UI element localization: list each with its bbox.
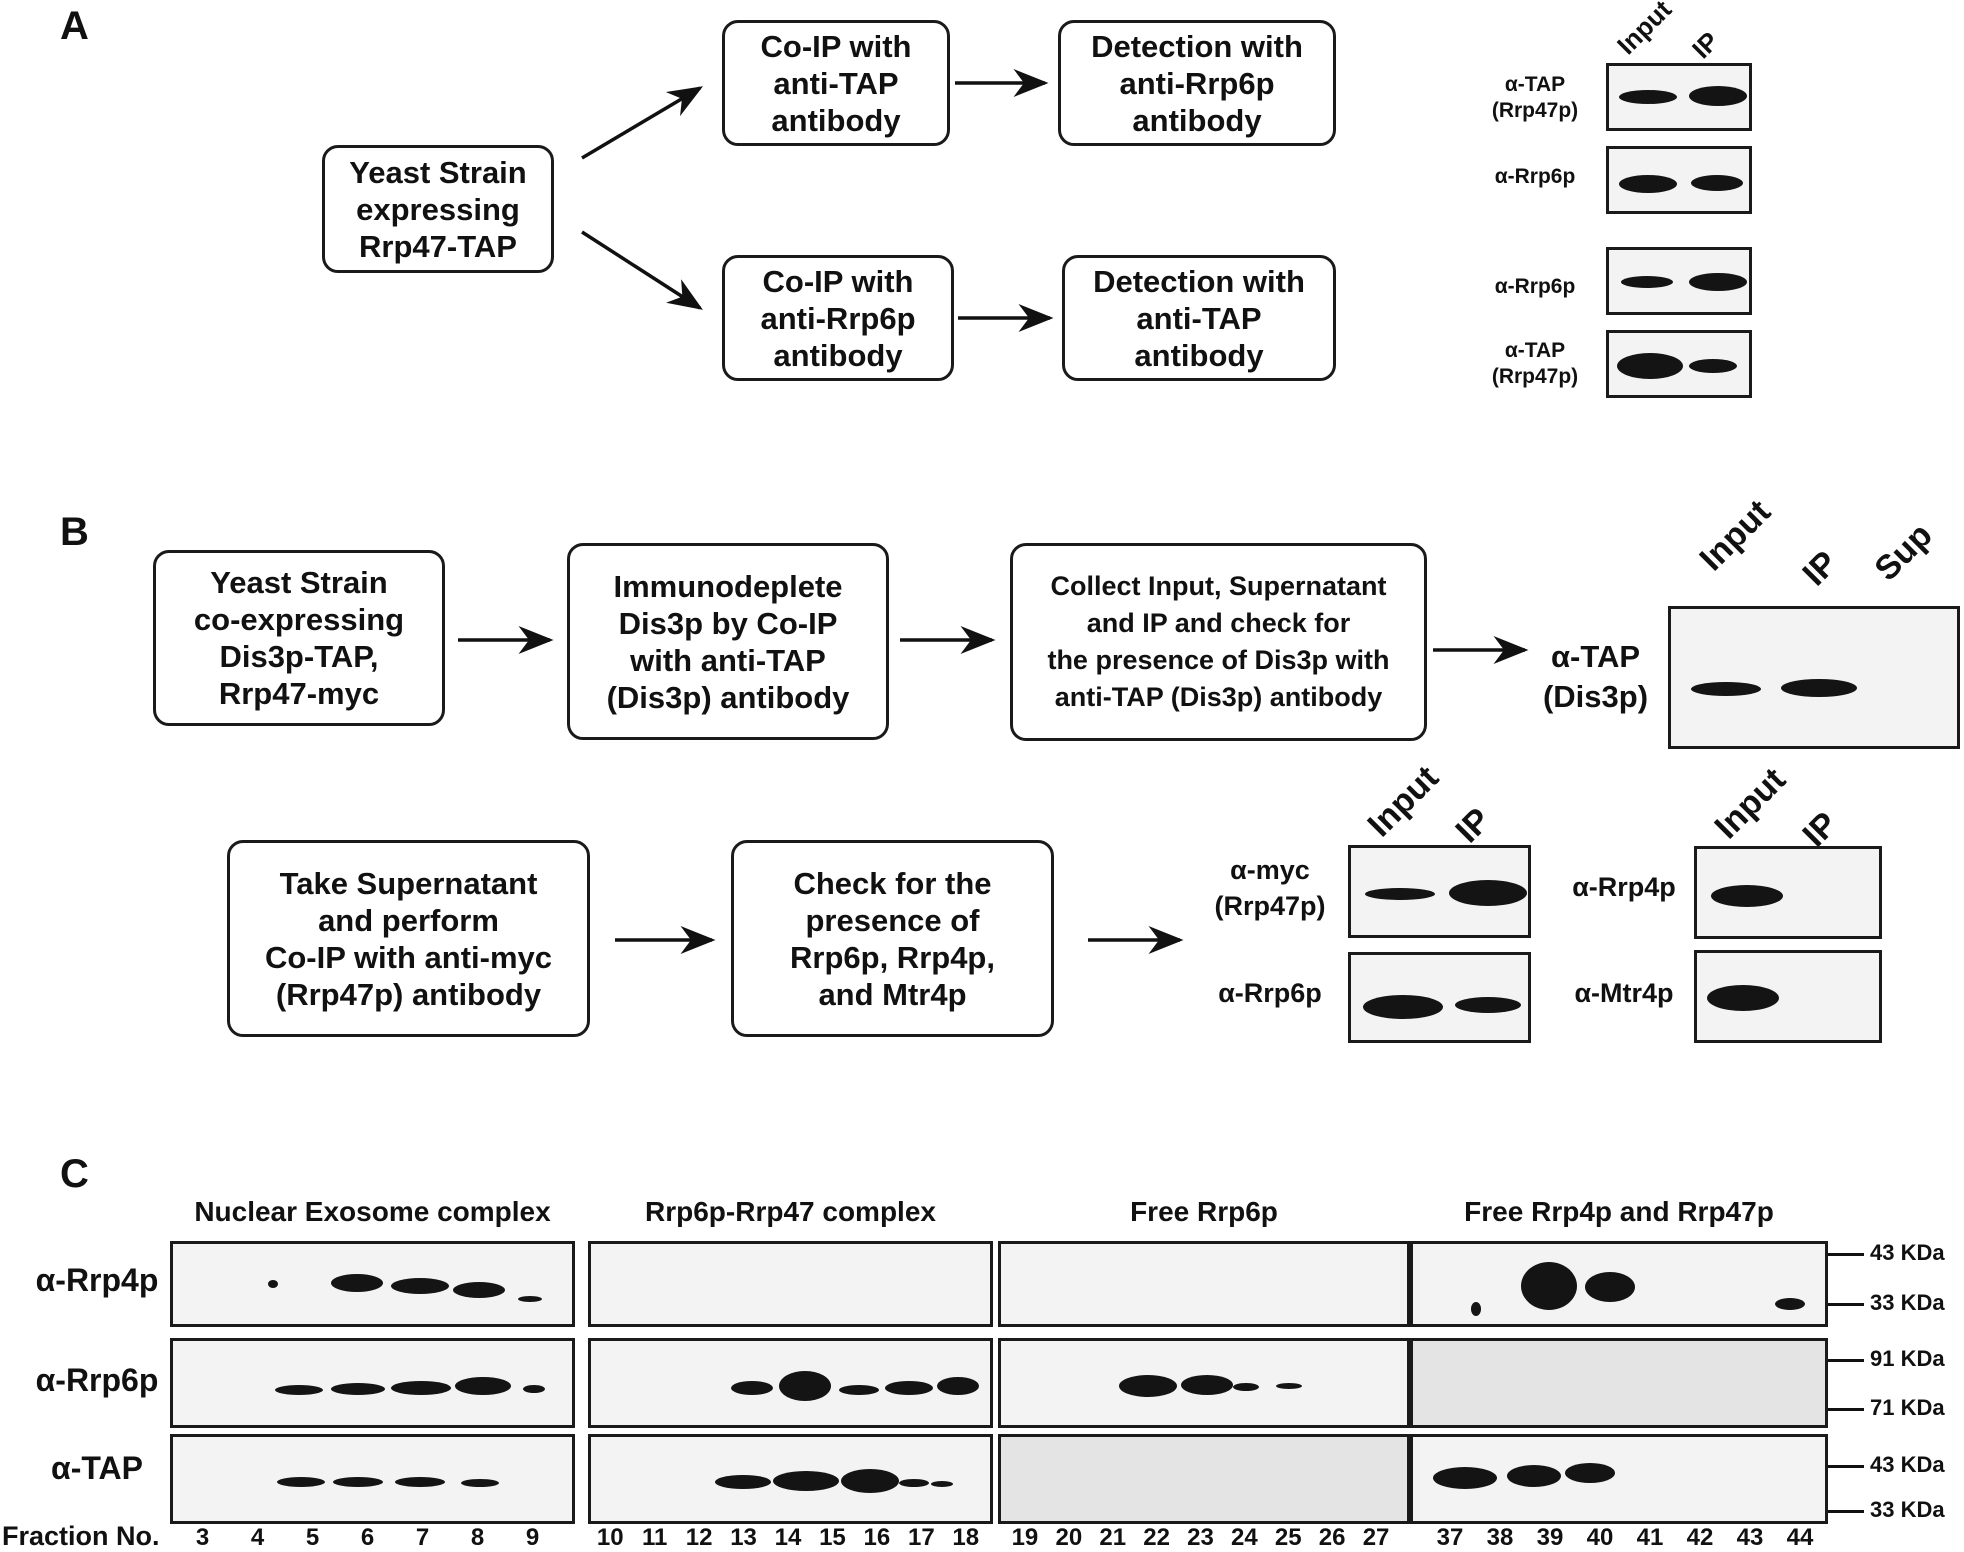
blot-label-mtr4p: α-Mtr4p — [1574, 978, 1674, 1008]
fraction-number: 9 — [525, 1524, 540, 1551]
blot-c-rrp4p-free-rrp6p — [998, 1241, 1410, 1327]
fraction-number: 44 — [1786, 1524, 1814, 1551]
western-blot-b-mtr4p — [1694, 950, 1882, 1043]
mw-marker-91kda: 91 KDa — [1828, 1346, 1945, 1372]
collect-fractions-box: Collect Input, Supernatant and IP and ch… — [1010, 543, 1427, 741]
mw-marker-43kda-2: 43 KDa — [1828, 1452, 1945, 1478]
fraction-number: 24 — [1231, 1524, 1258, 1551]
fraction-number: 42 — [1686, 1524, 1714, 1551]
detection-anti-tap-box: Detection with anti-TAP antibody — [1062, 255, 1336, 381]
fraction-number: 25 — [1274, 1524, 1302, 1551]
blot-c-rrp4p-rrp6p-rrp47 — [588, 1241, 993, 1327]
blot-label-rrp6p-2: α-Rrp6p — [1494, 275, 1576, 298]
blot-c-tap-free-rrp4p — [1410, 1434, 1828, 1524]
fraction-number: 15 — [819, 1524, 846, 1551]
blot-c-rrp6p-rrp6p-rrp47 — [588, 1338, 993, 1428]
fraction-number: 16 — [863, 1524, 891, 1551]
fraction-number: 14 — [774, 1524, 802, 1551]
fraction-number: 18 — [952, 1524, 980, 1551]
fraction-number-label: Fraction No. — [2, 1521, 160, 1551]
group-title-rrp6p-rrp47: Rrp6p-Rrp47 complex — [645, 1196, 936, 1227]
fraction-number: 39 — [1536, 1524, 1564, 1551]
fraction-number: 40 — [1586, 1524, 1614, 1551]
fraction-number: 17 — [907, 1524, 935, 1551]
mw-marker-33kda: 33 KDa — [1828, 1290, 1945, 1316]
yeast-strain-box: Yeast Strain expressing Rrp47-TAP — [322, 145, 554, 273]
blot-label-rrp6p: α-Rrp6p — [1218, 978, 1322, 1008]
mw-marker-33kda-2: 33 KDa — [1828, 1497, 1945, 1523]
blot-c-rrp4p-nuclear — [170, 1241, 575, 1327]
fraction-number: 8 — [470, 1524, 485, 1551]
fraction-number: 41 — [1636, 1524, 1664, 1551]
coip-anti-tap-box: Co-IP with anti-TAP antibody — [722, 20, 950, 146]
western-blot-a4 — [1606, 330, 1752, 398]
mw-marker-43kda: 43 KDa — [1828, 1240, 1945, 1266]
fraction-number: 23 — [1187, 1524, 1214, 1551]
mw-marker-71kda: 71 KDa — [1828, 1395, 1945, 1421]
fraction-number: 38 — [1486, 1524, 1514, 1551]
fraction-number: 5 — [305, 1524, 320, 1551]
fraction-number: 4 — [250, 1524, 265, 1551]
group-title-free-rrp4p-rrp47p: Free Rrp4p and Rrp47p — [1464, 1196, 1774, 1227]
blot-label-tap-dis3p: α-TAP (Dis3p) — [1542, 639, 1649, 714]
blot-label-myc: α-myc (Rrp47p) — [1214, 855, 1326, 921]
fraction-number: 10 — [596, 1524, 624, 1551]
western-blot-a2 — [1606, 146, 1752, 214]
blot-c-tap-free-rrp6p — [998, 1434, 1410, 1524]
blot-c-tap-nuclear — [170, 1434, 575, 1524]
blot-c-rrp6p-free-rrp4p — [1410, 1338, 1828, 1428]
detection-anti-rrp6p-box: Detection with anti-Rrp6p antibody — [1058, 20, 1336, 146]
fraction-number: 11 — [641, 1524, 668, 1551]
fraction-number: 7 — [415, 1524, 430, 1551]
fraction-number: 27 — [1362, 1524, 1390, 1551]
western-blot-a3 — [1606, 247, 1752, 315]
blot-label-rrp6p: α-Rrp6p — [1494, 165, 1576, 188]
group-title-nuclear-exosome: Nuclear Exosome complex — [194, 1196, 551, 1227]
fraction-number: 21 — [1099, 1524, 1127, 1551]
blot-label-tap-2: α-TAP (Rrp47p) — [1491, 339, 1579, 388]
western-blot-b-rrp4p — [1694, 846, 1882, 939]
check-presence-box: Check for the presence of Rrp6p, Rrp4p, … — [731, 840, 1054, 1037]
fraction-number: 22 — [1143, 1524, 1170, 1551]
western-blot-b-myc — [1348, 845, 1531, 938]
blot-c-tap-rrp6p-rrp47 — [588, 1434, 993, 1524]
panel-label-c: C — [60, 1152, 89, 1196]
dis3p-strain-box: Yeast Strain co-expressing Dis3p-TAP, Rr… — [153, 550, 445, 726]
fraction-number: 3 — [195, 1524, 210, 1551]
blot-label-rrp4p: α-Rrp4p — [1572, 872, 1676, 902]
take-supernatant-box: Take Supernatant and perform Co-IP with … — [227, 840, 590, 1037]
panel-label-a: A — [60, 4, 89, 48]
western-blot-b-dis3p — [1668, 606, 1960, 749]
blot-label-tap: α-TAP (Rrp47p) — [1491, 73, 1579, 122]
group-title-free-rrp6p: Free Rrp6p — [1130, 1196, 1278, 1227]
fraction-number: 20 — [1055, 1524, 1083, 1551]
western-blot-b-rrp6p — [1348, 952, 1531, 1043]
panel-label-b: B — [60, 510, 89, 554]
blot-c-rrp6p-nuclear — [170, 1338, 575, 1428]
fraction-number: 19 — [1011, 1524, 1039, 1551]
fraction-number: 26 — [1318, 1524, 1346, 1551]
blot-c-rrp6p-free-rrp6p — [998, 1338, 1410, 1428]
row-label-rrp6p: α-Rrp6p — [35, 1362, 159, 1398]
coip-anti-rrp6p-box: Co-IP with anti-Rrp6p antibody — [722, 255, 954, 381]
western-blot-a1 — [1606, 63, 1752, 131]
row-label-rrp4p: α-Rrp4p — [35, 1262, 159, 1298]
blot-c-rrp4p-free-rrp4p — [1410, 1241, 1828, 1327]
fraction-number: 13 — [730, 1524, 757, 1551]
immunodeplete-box: Immunodeplete Dis3p by Co-IP with anti-T… — [567, 543, 889, 740]
fraction-number: 37 — [1436, 1524, 1464, 1551]
fraction-number: 43 — [1736, 1524, 1764, 1551]
fraction-number: 6 — [360, 1524, 375, 1551]
fraction-number: 12 — [685, 1524, 713, 1551]
row-label-tap: α-TAP — [51, 1450, 143, 1486]
